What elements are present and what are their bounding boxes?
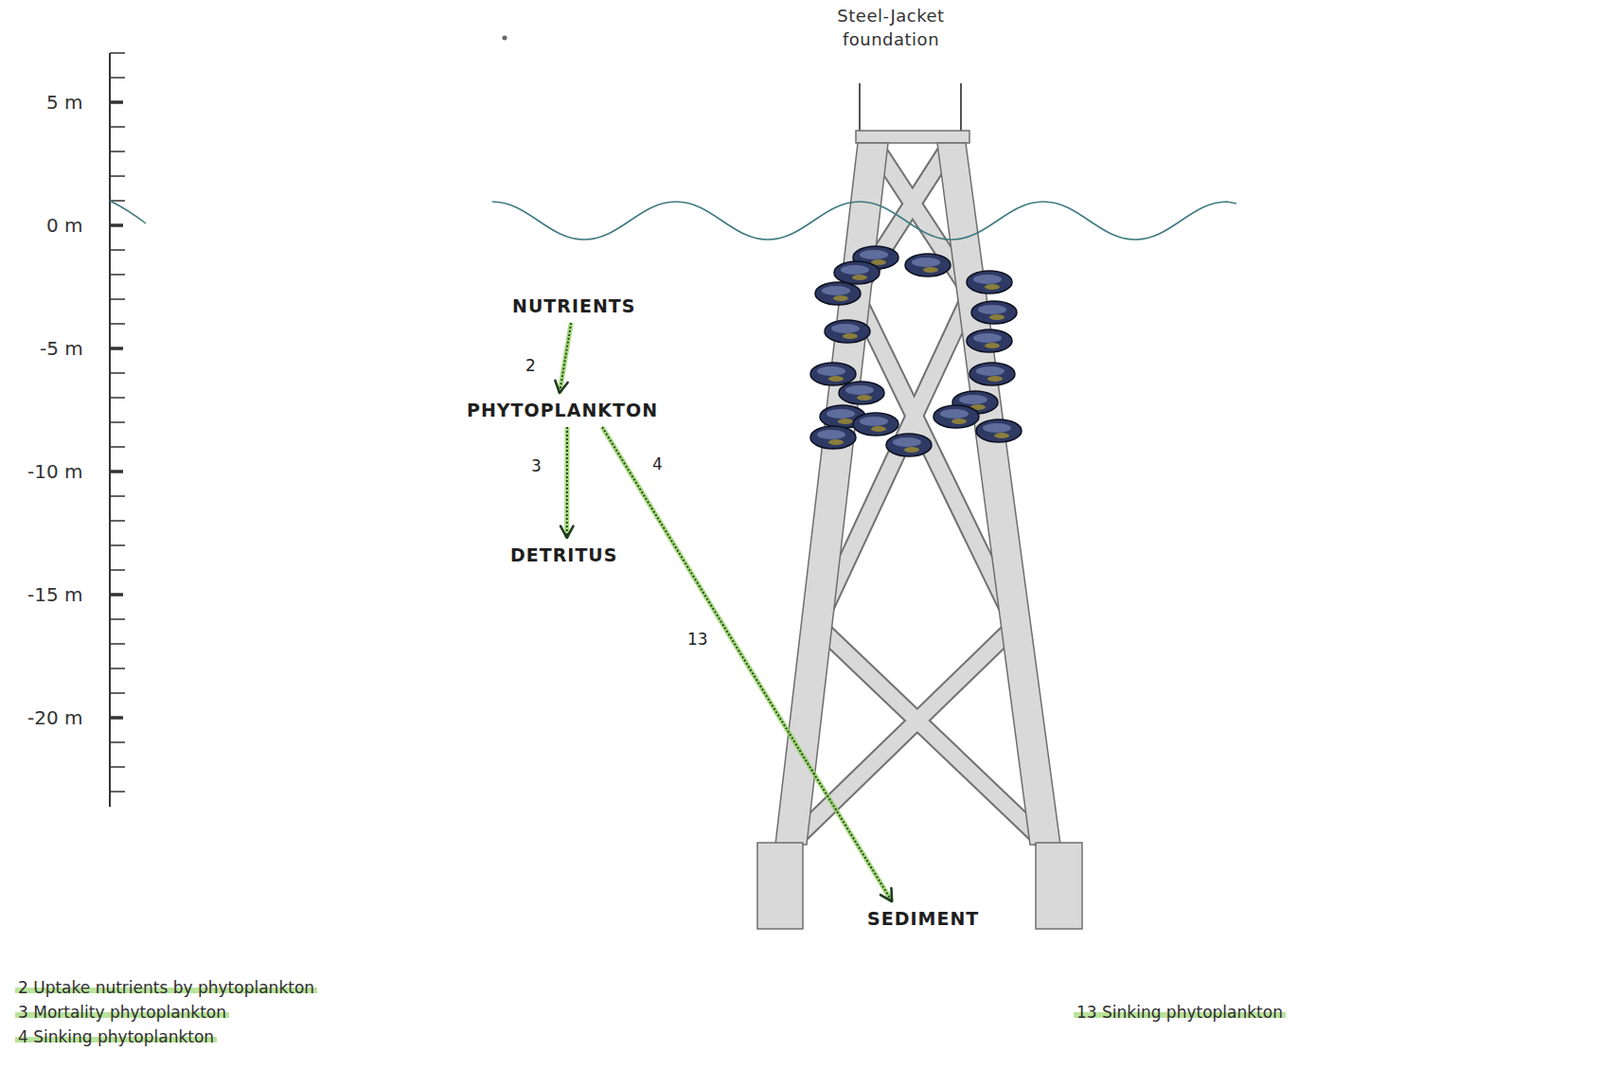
mussel-cluster bbox=[810, 246, 1022, 457]
legend-entry: 4 Sinking phytoplankton bbox=[15, 1027, 217, 1047]
process-label: NUTRIENTS bbox=[508, 293, 640, 319]
scale-wave bbox=[109, 200, 146, 224]
arrow-glow bbox=[602, 426, 892, 902]
node-text: NUTRIENTS bbox=[512, 295, 637, 317]
depth-label: -20 m bbox=[27, 706, 84, 729]
node-text: PHYTOPLANKTON bbox=[466, 399, 658, 421]
flow-arrow bbox=[602, 426, 892, 902]
arrow-head bbox=[560, 526, 573, 538]
legend-entry: 13 Sinking phytoplankton bbox=[1073, 1002, 1286, 1022]
sea-surface bbox=[492, 201, 1237, 240]
speck bbox=[502, 35, 508, 41]
depth-label: -15 m bbox=[27, 583, 84, 606]
legend-text: 13 Sinking phytoplankton bbox=[1076, 1002, 1283, 1022]
callout-number: 2 bbox=[523, 355, 538, 375]
arrow-head bbox=[554, 380, 568, 393]
callout-number: 4 bbox=[650, 454, 665, 474]
legend-entry: 2 Uptake nutrients by phytoplankton bbox=[15, 977, 318, 997]
callout-number: 13 bbox=[685, 629, 711, 649]
node-text: DETRITUS bbox=[510, 544, 618, 566]
legend-entry: 3 Mortality phytoplankton bbox=[15, 1002, 230, 1022]
process-label: DETRITUS bbox=[506, 542, 622, 568]
flow-arrow bbox=[554, 322, 571, 393]
depth-label: -10 m bbox=[27, 460, 84, 483]
legend-text: 4 Sinking phytoplankton bbox=[17, 1027, 214, 1047]
depth-label: 5 m bbox=[46, 90, 84, 114]
jacket-frame bbox=[757, 83, 1083, 929]
arrow-line bbox=[559, 322, 571, 393]
node-text: SEDIMENT bbox=[867, 907, 979, 929]
depth-label: -5 m bbox=[39, 337, 84, 360]
legend-text: 2 Uptake nutrients by phytoplankton bbox=[17, 977, 315, 997]
process-label: PHYTOPLANKTON bbox=[462, 397, 662, 423]
arrow-glow bbox=[559, 322, 571, 393]
arrow-head bbox=[880, 888, 892, 902]
callout-number: 3 bbox=[529, 456, 544, 476]
process-label: SEDIMENT bbox=[863, 906, 983, 931]
arrow-glow bbox=[564, 426, 569, 538]
arrow-line bbox=[566, 426, 569, 538]
arrow-line bbox=[602, 426, 892, 902]
flow-arrow bbox=[560, 426, 573, 538]
legend-text: 3 Mortality phytoplankton bbox=[17, 1002, 227, 1022]
structure-title: Steel-Jacket foundation bbox=[800, 3, 981, 52]
depth-label: 0 m bbox=[46, 213, 84, 237]
depth-scale bbox=[109, 53, 125, 807]
